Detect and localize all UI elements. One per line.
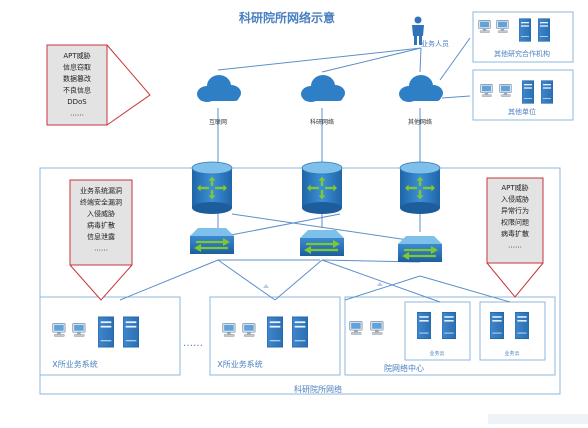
partner-box-2	[472, 69, 574, 121]
threat-callouts: APT威胁信息窃取数据篡改不良信息DDoS……业务系统漏洞终端安全漏洞入侵威胁病…	[46, 44, 544, 301]
router-internet	[191, 161, 233, 214]
x-business-label-1: X所业务系统	[52, 359, 97, 369]
x-pc-icon	[72, 323, 86, 337]
up-arrow-icon	[263, 284, 269, 288]
connection-lines	[119, 37, 511, 303]
threat-callout-right-line: APT威胁	[501, 183, 528, 192]
x-business-label-2: X所业务系统	[217, 359, 262, 369]
threat-callout-top-left-line: ……	[70, 110, 84, 118]
threat-callout-right-line: 权限问题	[501, 218, 529, 227]
switch-internet	[190, 228, 234, 254]
datacenter-server-icon	[442, 311, 456, 340]
datacenter-label: 院网络中心	[384, 363, 424, 373]
cloud-label-research: 科研网络	[310, 118, 334, 126]
cloud-other	[399, 75, 443, 102]
threat-callout-top-left-line: 信息窃取	[63, 63, 91, 72]
threat-callout-top-left-line: 不良信息	[63, 86, 91, 95]
partner-server-icon	[538, 18, 550, 42]
router-other	[399, 161, 441, 214]
x-server-icon	[98, 316, 114, 348]
business-user-icon	[412, 16, 424, 45]
cloud-research	[301, 75, 345, 102]
x-pc-icon	[242, 323, 256, 337]
x-pc-icon	[222, 323, 236, 337]
partner-box-1	[472, 11, 574, 63]
hosts	[52, 18, 588, 424]
switch-research	[300, 230, 344, 256]
router-research	[301, 161, 343, 214]
cloud-label-other: 其他网络	[408, 118, 432, 126]
threat-callout-mid-left-line: 病毒扩散	[87, 221, 115, 230]
up-arrow-icon	[377, 282, 383, 286]
ellipsis-dots: ……	[183, 338, 203, 349]
threat-callout-right-line: 入侵威胁	[501, 195, 529, 204]
partner-pc-icon	[478, 20, 491, 33]
partner-pc-icon	[496, 20, 509, 33]
datacenter-pc-icon	[349, 321, 363, 335]
partner-server-icon	[519, 18, 531, 42]
switch-other	[398, 236, 442, 262]
x-business-zone-1	[39, 296, 181, 376]
threat-callout-right-line: 异常行为	[501, 206, 529, 215]
threat-callout-mid-left-line: ……	[94, 245, 108, 253]
threat-callout-top-left-line: DDoS	[67, 98, 87, 106]
partner-label-1: 其他研究合作机构	[494, 49, 550, 58]
partner-server-icon	[522, 80, 534, 104]
cloud-label-internet: 互联网	[209, 118, 227, 126]
datacenter-pc-icon	[370, 321, 384, 335]
threat-callout-right-line: 病毒扩散	[501, 229, 529, 238]
threat-callout-mid-left-line: 业务系统漏洞	[80, 186, 122, 195]
threat-callout-right-line: ……	[508, 242, 522, 250]
threat-callout-top-left-line: APT威胁	[63, 51, 90, 60]
threat-callout-mid-left-line: 终端安全漏洞	[80, 198, 122, 207]
x-business-zone-2	[209, 296, 341, 376]
core-network	[190, 16, 443, 288]
threat-callout-mid-left-line: 信息泄露	[87, 232, 115, 241]
user-label: 业务人员	[421, 39, 449, 48]
partner-label-2: 其他单位	[508, 107, 536, 116]
threat-callout-mid-left-line: 入侵威胁	[87, 209, 115, 218]
diagram-title: 科研院所网络示意	[239, 10, 335, 25]
x-server-icon	[267, 316, 283, 348]
x-pc-icon	[52, 323, 66, 337]
server-group-1	[404, 301, 471, 361]
partner-pc-icon	[499, 84, 512, 97]
institute-network-zone	[39, 167, 561, 395]
x-server-icon	[292, 316, 308, 348]
outer-zone-label: 科研院所网络	[294, 384, 342, 394]
server-group-label-2: 业务云	[504, 350, 519, 357]
server-group-2	[479, 301, 546, 361]
partner-server-icon	[541, 80, 553, 104]
partner-pc-icon	[480, 84, 493, 97]
datacenter-server-icon	[417, 311, 431, 340]
cloud-internet	[197, 75, 241, 102]
server-group-label-1: 业务云	[429, 350, 444, 357]
datacenter-zone	[344, 296, 556, 376]
x-server-icon	[123, 316, 139, 348]
watermark-logo	[488, 414, 588, 424]
datacenter-server-icon	[515, 311, 529, 340]
datacenter-server-icon	[490, 311, 504, 340]
threat-callout-top-left-line: 数据篡改	[63, 74, 91, 83]
